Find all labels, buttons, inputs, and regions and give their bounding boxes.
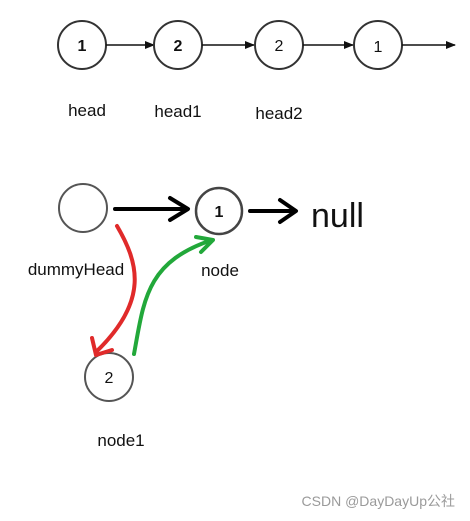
- bottom-diagram: dummyHead 1 node null 2 node1: [28, 183, 364, 450]
- top-node-3-value: 2: [275, 38, 284, 55]
- label-head1: head1: [154, 102, 201, 121]
- red-arrow-dummy-to-node1: [90, 224, 137, 357]
- node1: 2: [84, 352, 134, 402]
- null-text: null: [311, 197, 364, 235]
- watermark-text: CSDN @DayDayUp公社: [302, 493, 455, 509]
- node1-value: 2: [105, 370, 114, 387]
- node-1-value: 1: [215, 204, 224, 221]
- top-node-4: 1: [353, 20, 403, 70]
- top-linked-list: 1 2 2 1 head head1 head2: [57, 20, 456, 123]
- top-node-3: 2: [254, 20, 304, 70]
- top-node-1: 1: [57, 20, 107, 70]
- arrow-dummy-to-node: [113, 196, 190, 222]
- dummy-head-node: [58, 183, 108, 233]
- top-node-4-value: 1: [374, 39, 383, 56]
- top-node-1-value: 1: [78, 38, 87, 55]
- top-node-2: 2: [153, 20, 203, 70]
- green-arrow-node1-to-node: [132, 235, 215, 356]
- label-dummy-head: dummyHead: [28, 260, 124, 279]
- label-node: node: [201, 261, 239, 280]
- label-head2: head2: [255, 104, 302, 123]
- label-node1: node1: [97, 431, 144, 450]
- label-head: head: [68, 101, 106, 120]
- arrow-node-to-null: [248, 198, 298, 224]
- top-node-2-value: 2: [174, 38, 183, 55]
- node-1: 1: [194, 186, 244, 236]
